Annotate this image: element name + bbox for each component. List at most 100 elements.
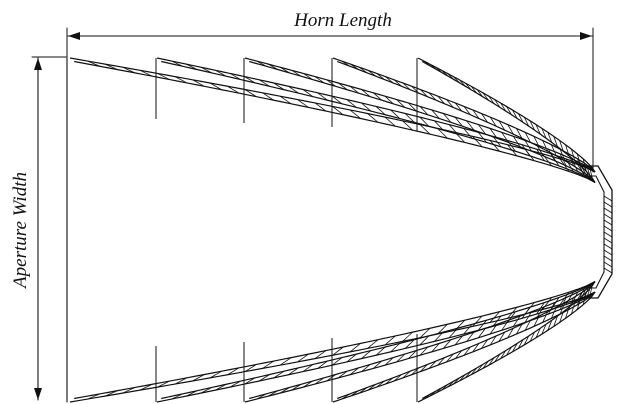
hatch-line <box>553 315 558 327</box>
hatch-line <box>463 324 473 335</box>
hatch-line <box>303 73 313 80</box>
hatch-line <box>326 374 336 382</box>
hatch-line <box>349 85 359 94</box>
hatch-line <box>402 82 411 91</box>
hatch-line <box>396 99 406 108</box>
hatch-line <box>411 85 420 94</box>
hatch-line <box>244 364 257 372</box>
hatch-line <box>441 70 449 77</box>
hatch-line <box>291 69 302 77</box>
hatch-line <box>279 357 292 366</box>
hatch-line <box>384 357 394 366</box>
hatch-line <box>288 367 299 376</box>
hatch-line <box>367 339 379 349</box>
hatch-line <box>501 319 509 331</box>
throat-hatch-line <box>603 255 613 262</box>
hatch-line <box>501 132 509 143</box>
throat-hatch-line <box>603 249 613 256</box>
hatch-line <box>476 364 483 372</box>
hatch-line <box>472 109 480 119</box>
hatch-line <box>350 390 359 397</box>
hatch-line <box>472 343 480 353</box>
hatch-line <box>227 85 240 94</box>
hatch-line <box>402 370 411 379</box>
hatch-line <box>174 76 188 84</box>
hatch-line <box>375 106 386 116</box>
hatch-line <box>571 302 576 315</box>
hatch-line <box>302 89 314 98</box>
hatch-line <box>466 120 475 131</box>
hatch-line <box>466 331 475 342</box>
hatch-line <box>489 116 497 127</box>
hatch-line <box>346 99 357 108</box>
hatch-line <box>373 92 383 101</box>
hatch-line <box>279 387 290 394</box>
profile-1-top-inner-wall <box>74 60 596 184</box>
hatch-line <box>437 323 448 335</box>
hatch-line <box>358 387 368 394</box>
hatch-line <box>431 343 440 353</box>
hatch-line <box>547 320 553 331</box>
hatch-line <box>361 350 372 359</box>
throat-hatch-line <box>603 231 613 238</box>
hatch-line <box>373 360 383 369</box>
hatch-line <box>488 357 495 366</box>
hatch-line <box>122 387 136 394</box>
horn-profile-3 <box>243 57 596 403</box>
aperture-width-dimension: Aperture Width <box>10 56 67 401</box>
hatch-line <box>291 383 302 391</box>
profile-4-top-inner-wall <box>336 60 596 183</box>
hatch-line <box>87 393 101 400</box>
hatch-line <box>262 360 275 369</box>
hatch-line <box>349 109 361 119</box>
hatch-line <box>477 319 487 331</box>
hatch-line <box>500 102 507 112</box>
throat-cap-outer <box>588 165 613 299</box>
hatch-line <box>576 297 581 310</box>
hatch-line <box>122 66 136 74</box>
hatch-line <box>523 116 530 127</box>
hatch-line <box>448 124 458 135</box>
hatch-line <box>472 315 483 327</box>
hatch-line <box>393 79 402 87</box>
hatch-line <box>464 370 472 379</box>
hatch-line <box>434 120 444 131</box>
hatch-line <box>547 132 553 143</box>
hatch-line <box>559 140 564 152</box>
hatch-line <box>482 360 489 369</box>
hatch-line <box>459 374 466 382</box>
hatch-line <box>459 79 466 87</box>
hatch-line <box>420 364 428 372</box>
throat-hatch-line <box>603 219 613 226</box>
hatch-line <box>524 320 531 331</box>
profile-3-top-inner-wall <box>249 60 596 183</box>
horn-length-label: Horn Length <box>293 10 392 31</box>
hatch-line <box>437 357 445 366</box>
hatch-line <box>396 353 406 363</box>
hatch-line <box>288 85 299 94</box>
hatch-line <box>512 343 518 353</box>
hatch-line <box>448 327 458 339</box>
hatch-line <box>375 346 386 356</box>
hatch-line <box>454 335 463 346</box>
hatch-line <box>565 158 574 172</box>
hatch-line <box>244 76 256 84</box>
hatch-line <box>512 109 518 119</box>
hatch-line <box>367 113 379 123</box>
hatch-line <box>419 106 429 116</box>
hatch-line <box>408 350 417 359</box>
hatch-line <box>332 106 344 116</box>
hatch-line <box>402 120 413 131</box>
hatch-line <box>171 60 184 67</box>
hatch-line <box>470 367 478 376</box>
hatch-line <box>227 367 240 376</box>
hatch-line <box>268 390 279 397</box>
hatch-line <box>297 99 309 108</box>
hatch-line <box>186 390 198 397</box>
hatch-line <box>565 144 570 156</box>
hatch-line <box>463 346 471 356</box>
hatch-line <box>541 128 547 139</box>
hatch-line <box>314 350 327 359</box>
hatch-line <box>547 148 556 161</box>
